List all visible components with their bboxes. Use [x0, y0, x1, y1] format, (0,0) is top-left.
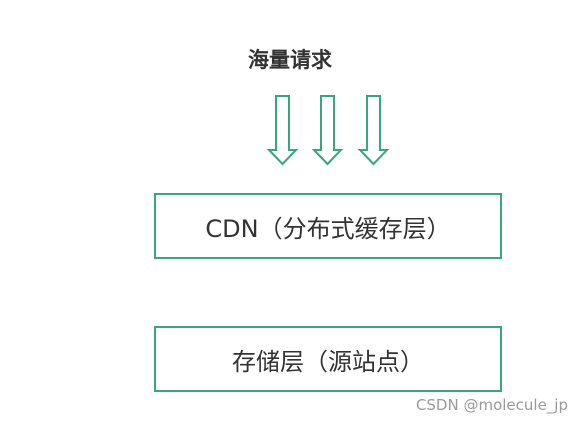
storage-layer-label: 存储层（源站点）: [232, 347, 424, 376]
down-arrow-icon: [311, 95, 344, 166]
cdn-cache-layer-box: CDN（分布式缓存层）: [154, 193, 502, 259]
cdn-cache-layer-label: CDN（分布式缓存层）: [205, 214, 451, 243]
down-arrow-icon: [357, 95, 390, 166]
down-arrow-icon: [266, 95, 299, 166]
diagram-title: 海量请求: [248, 48, 332, 72]
storage-layer-box: 存储层（源站点）: [154, 326, 502, 392]
watermark: CSDN @molecule_jp: [415, 396, 568, 414]
